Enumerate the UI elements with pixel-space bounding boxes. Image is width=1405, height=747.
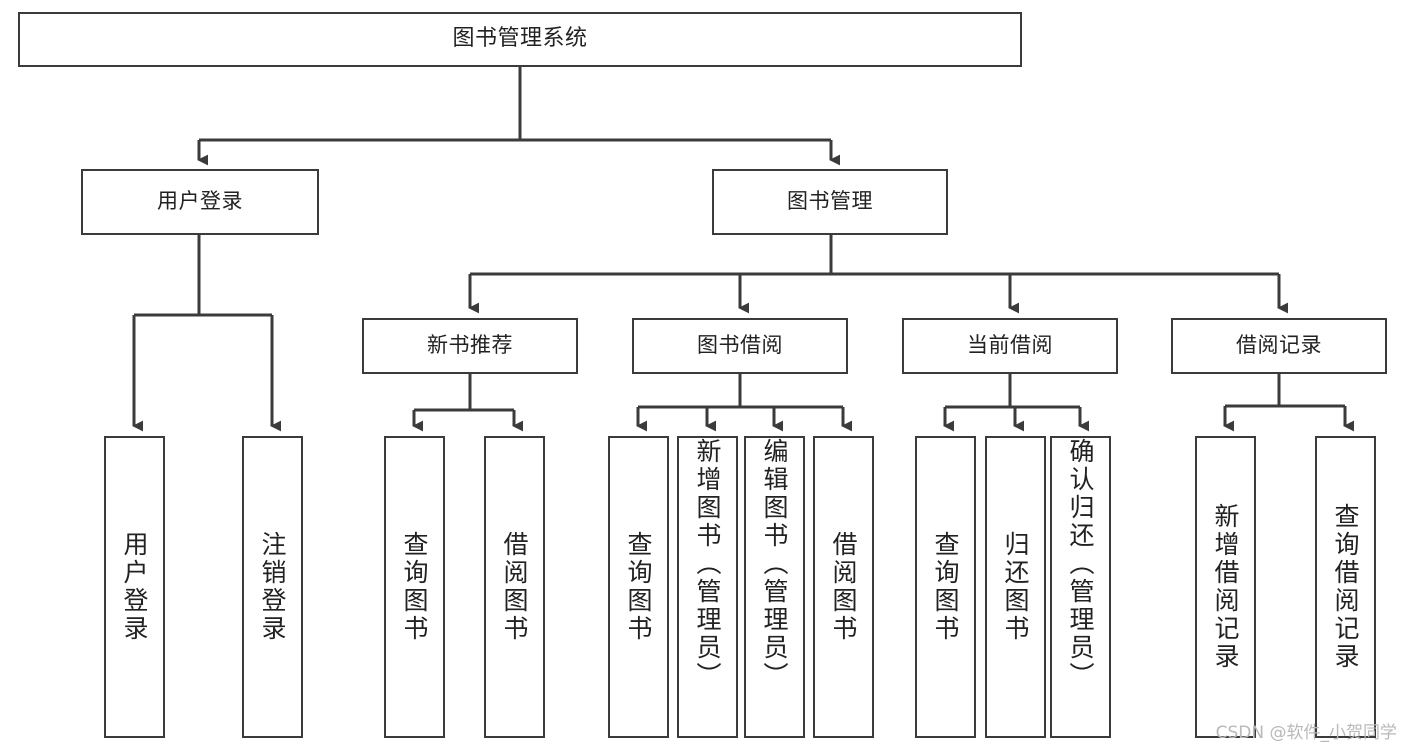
leaf-book-borrow-add-book-admin[interactable]: 新增图书（管理员）: [677, 436, 738, 738]
leaf-current-borrow-query-book[interactable]: 查询图书: [915, 436, 976, 738]
node-label: 借阅图书: [500, 531, 529, 643]
leaf-new-book-borrow-book[interactable]: 借阅图书: [484, 436, 545, 738]
node-new-book-recommendation[interactable]: 新书推荐: [362, 318, 578, 374]
node-label: 归还图书: [1001, 531, 1030, 643]
node-label: 新书推荐: [427, 333, 513, 358]
leaf-record-query-borrow-record[interactable]: 查询借阅记录: [1315, 436, 1376, 738]
node-label: 图书借阅: [697, 333, 783, 358]
node-user-login[interactable]: 用户登录: [81, 169, 319, 235]
leaf-book-borrow-borrow-book[interactable]: 借阅图书: [813, 436, 874, 738]
node-label: 图书管理系统: [452, 26, 588, 52]
node-label: 用户登录: [120, 531, 149, 643]
leaf-user-login-login[interactable]: 用户登录: [104, 436, 165, 738]
leaf-current-borrow-confirm-return-admin[interactable]: 确认归还（管理员）: [1050, 436, 1111, 738]
leaf-book-borrow-query-book[interactable]: 查询图书: [608, 436, 669, 738]
node-root-book-management-system[interactable]: 图书管理系统: [18, 12, 1022, 67]
leaf-current-borrow-return-book[interactable]: 归还图书: [985, 436, 1046, 738]
node-label: 查询图书: [624, 531, 653, 643]
node-label: 查询图书: [400, 531, 429, 643]
node-label: 确认归还（管理员）: [1066, 438, 1095, 690]
node-label: 借阅图书: [829, 531, 858, 643]
leaf-record-add-borrow-record[interactable]: 新增借阅记录: [1195, 436, 1256, 738]
leaf-book-borrow-edit-book-admin[interactable]: 编辑图书（管理员）: [744, 436, 805, 738]
node-label: 新增图书（管理员）: [693, 438, 722, 690]
node-label: 借阅记录: [1236, 333, 1322, 358]
node-borrowing-records[interactable]: 借阅记录: [1171, 318, 1387, 374]
node-label: 编辑图书（管理员）: [760, 438, 789, 690]
node-label: 注销登录: [258, 531, 287, 643]
node-label: 图书管理: [787, 189, 873, 214]
watermark-text: CSDN @软件_小贺同学: [1215, 723, 1397, 743]
leaf-user-login-logout[interactable]: 注销登录: [242, 436, 303, 738]
leaf-new-book-query-book[interactable]: 查询图书: [384, 436, 445, 738]
node-label: 查询图书: [931, 531, 960, 643]
node-label: 用户登录: [157, 189, 243, 214]
node-book-borrowing[interactable]: 图书借阅: [632, 318, 848, 374]
node-label: 当前借阅: [967, 333, 1053, 358]
node-label: 查询借阅记录: [1331, 503, 1360, 671]
node-book-management[interactable]: 图书管理: [712, 169, 948, 235]
node-label: 新增借阅记录: [1211, 503, 1240, 671]
node-current-borrowing[interactable]: 当前借阅: [902, 318, 1118, 374]
